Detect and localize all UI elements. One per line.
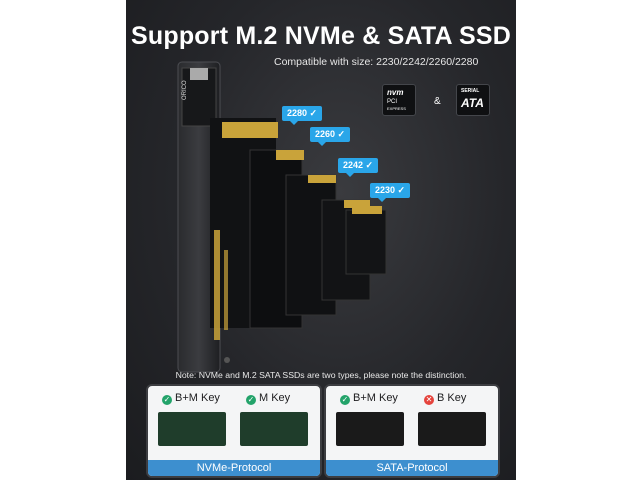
sata-logo-main: ATA xyxy=(461,96,484,110)
nvme-panel: ✓B+M Key ✓M Key NVMe-Protocol xyxy=(146,384,322,478)
cross-icon: ✕ xyxy=(424,395,434,405)
sata-protocol-label: SATA-Protocol xyxy=(326,460,498,476)
size-tag-2242: 2242 ✓ xyxy=(338,158,379,177)
ampersand: & xyxy=(434,96,441,107)
size-tag-2230: 2230 ✓ xyxy=(370,183,411,202)
sata-logo-top: SERIAL xyxy=(461,88,480,94)
sata-panel: ✓B+M Key ✕B Key SATA-Protocol xyxy=(324,384,500,478)
nvme-logo-text: nvm xyxy=(387,88,404,97)
nvme-protocol-label: NVMe-Protocol xyxy=(148,460,320,476)
sata-key-2-label: B Key xyxy=(437,392,467,404)
enclosure-illustration: ORICO xyxy=(177,61,387,373)
headline: Support M.2 NVMe & SATA SSD xyxy=(131,22,511,50)
express-badge: EXPRESS xyxy=(387,106,406,111)
sata-ssd-image-2 xyxy=(418,412,486,446)
nvme-logo: nvm PCI EXPRESS xyxy=(382,84,416,116)
nvme-key-1-label: B+M Key xyxy=(175,392,220,404)
check-icon: ✓ xyxy=(162,395,172,405)
sata-ssd-image-1 xyxy=(336,412,404,446)
sata-logo: SERIAL ATA xyxy=(456,84,490,116)
nvme-key-2-label: M Key xyxy=(259,392,291,404)
nvme-ssd-image-1 xyxy=(158,412,226,446)
size-tag-2280: 2280 ✓ xyxy=(282,106,323,125)
product-banner: Support M.2 NVMe & SATA SSD Compatible w… xyxy=(126,0,516,480)
nvme-ssd-image-2 xyxy=(240,412,308,446)
nvme-key-2: ✓M Key xyxy=(246,392,290,405)
compatible-sizes: Compatible with size: 2230/2242/2260/228… xyxy=(274,56,479,68)
check-icon: ✓ xyxy=(340,395,350,405)
pci-badge: PCI xyxy=(387,99,398,105)
note-text: Note: NVMe and M.2 SATA SSDs are two typ… xyxy=(175,370,467,380)
nvme-key-1: ✓B+M Key xyxy=(162,392,220,405)
size-tag-2260: 2260 ✓ xyxy=(310,127,351,146)
sata-key-1: ✓B+M Key xyxy=(340,392,398,405)
sata-key-2: ✕B Key xyxy=(424,392,466,405)
enclosure-brand: ORICO xyxy=(182,80,188,100)
check-icon: ✓ xyxy=(246,395,256,405)
sata-key-1-label: B+M Key xyxy=(353,392,398,404)
